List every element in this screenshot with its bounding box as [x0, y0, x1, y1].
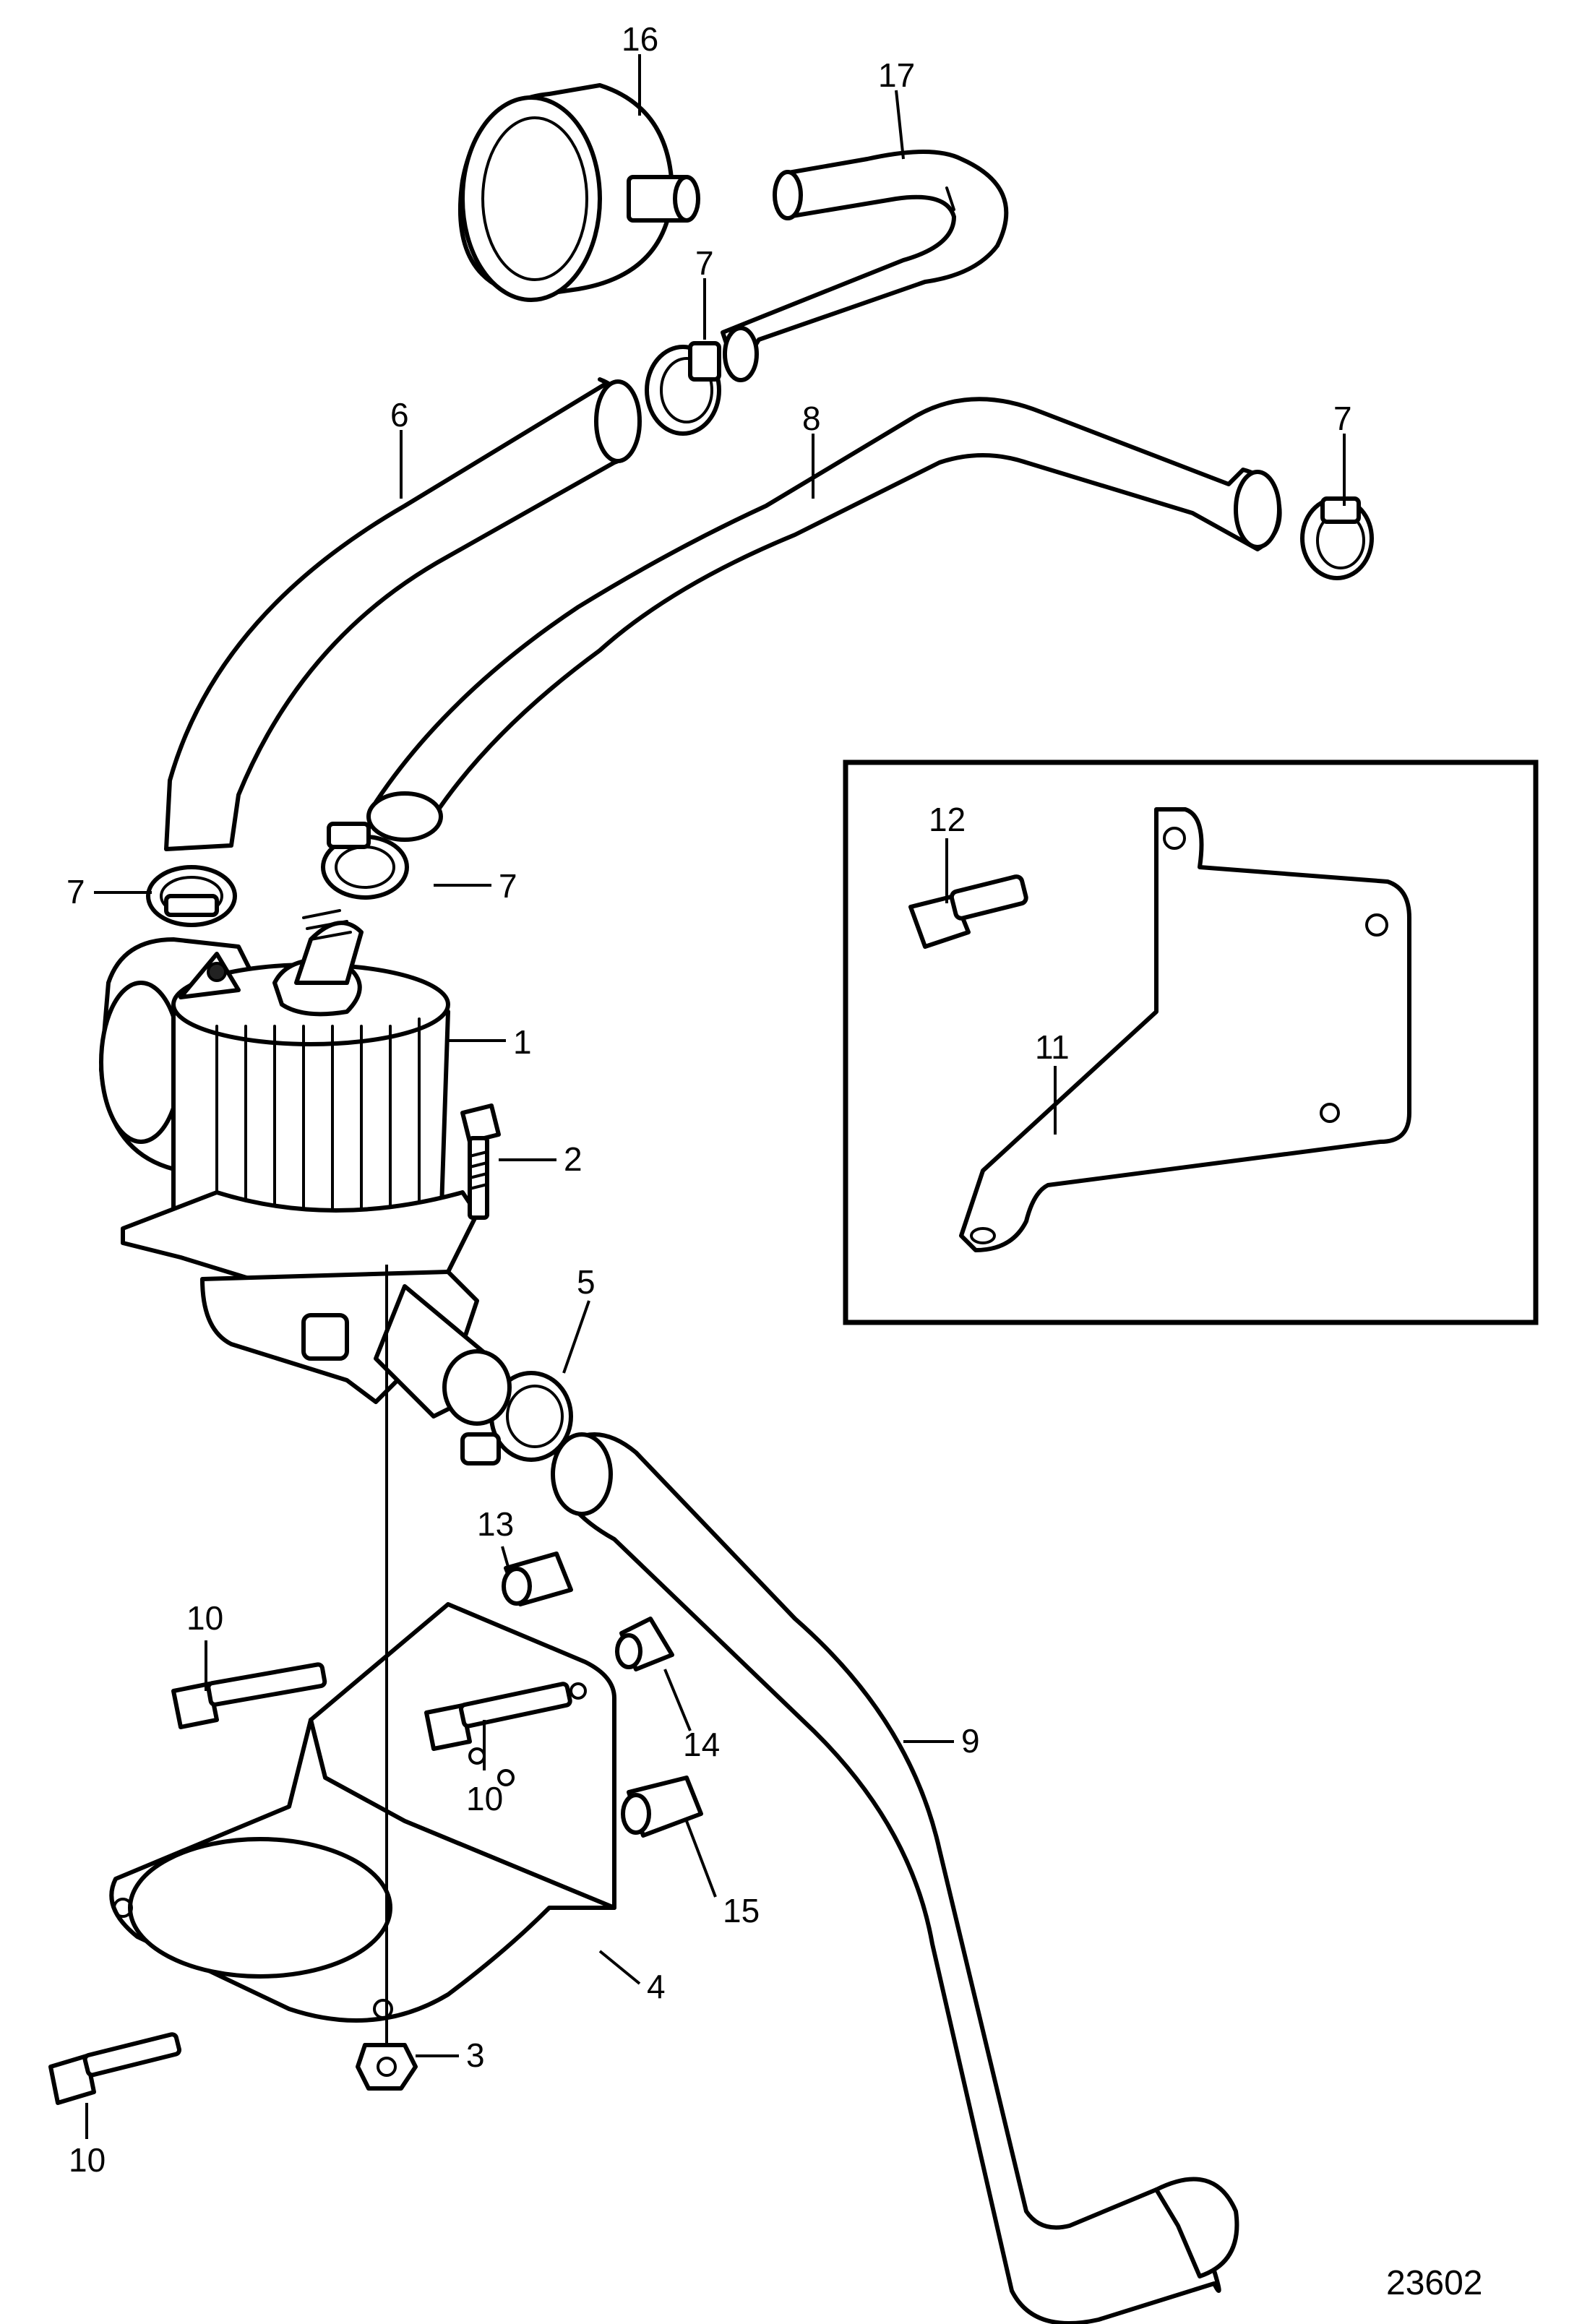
part-10-bolt-lower	[48, 2032, 182, 2105]
callout-6: 6	[390, 396, 409, 434]
part-11-bracket	[959, 807, 1411, 1252]
part-10-bolt-middle	[424, 1682, 572, 1751]
callout-3: 3	[466, 2036, 485, 2074]
callout-10: 10	[69, 2141, 106, 2179]
callout-14: 14	[683, 1726, 720, 1763]
callout-16: 16	[622, 20, 658, 58]
part-8-hose	[366, 397, 1282, 842]
callout-7: 7	[695, 244, 714, 282]
part-14-spacer	[615, 1617, 674, 1671]
callout-labels: 16 17 7 6 8 7 7 7 1 2 5 12 11 13 10 14 1…	[66, 20, 1352, 2179]
callout-15: 15	[723, 1892, 760, 1929]
part-4-bracket	[109, 1602, 616, 2023]
part-13-spacer	[502, 1552, 573, 1606]
callout-10: 10	[186, 1599, 223, 1637]
inset-frame	[843, 759, 1539, 1325]
callout-4: 4	[647, 1968, 666, 2005]
part-10-bolt-upper	[171, 1662, 327, 1729]
callout-9: 9	[961, 1722, 980, 1760]
part-9-hose	[551, 1432, 1239, 2324]
part-3-nut	[356, 2043, 418, 2091]
part-17-hose	[721, 150, 1009, 382]
part-12-bolt	[908, 874, 1028, 949]
part-7-clamp-top	[645, 341, 721, 436]
callout-5: 5	[577, 1263, 596, 1301]
figure-number: 23602	[1386, 2264, 1482, 2302]
callout-10: 10	[466, 1780, 503, 1817]
callout-17: 17	[878, 56, 915, 94]
part-6-hose	[164, 377, 642, 851]
part-7-clamp-mid	[321, 822, 409, 900]
part-15-spacer	[621, 1776, 703, 1838]
part-7-clamp-right	[1300, 496, 1374, 580]
callout-13: 13	[477, 1505, 514, 1543]
callout-2: 2	[564, 1140, 583, 1178]
leader-lines	[85, 54, 1346, 2139]
part-2-bolt	[460, 1103, 501, 1220]
callout-7: 7	[66, 873, 85, 911]
callout-11: 11	[1035, 1028, 1070, 1066]
part-16-sleeve	[458, 83, 700, 302]
callout-7: 7	[499, 867, 517, 905]
callout-7: 7	[1333, 400, 1352, 437]
pump-outlet-pipe	[374, 1284, 512, 1426]
callout-8: 8	[802, 400, 821, 437]
part-7-clamp-left	[146, 865, 237, 927]
callout-1: 1	[513, 1023, 532, 1061]
callout-12: 12	[929, 801, 966, 838]
